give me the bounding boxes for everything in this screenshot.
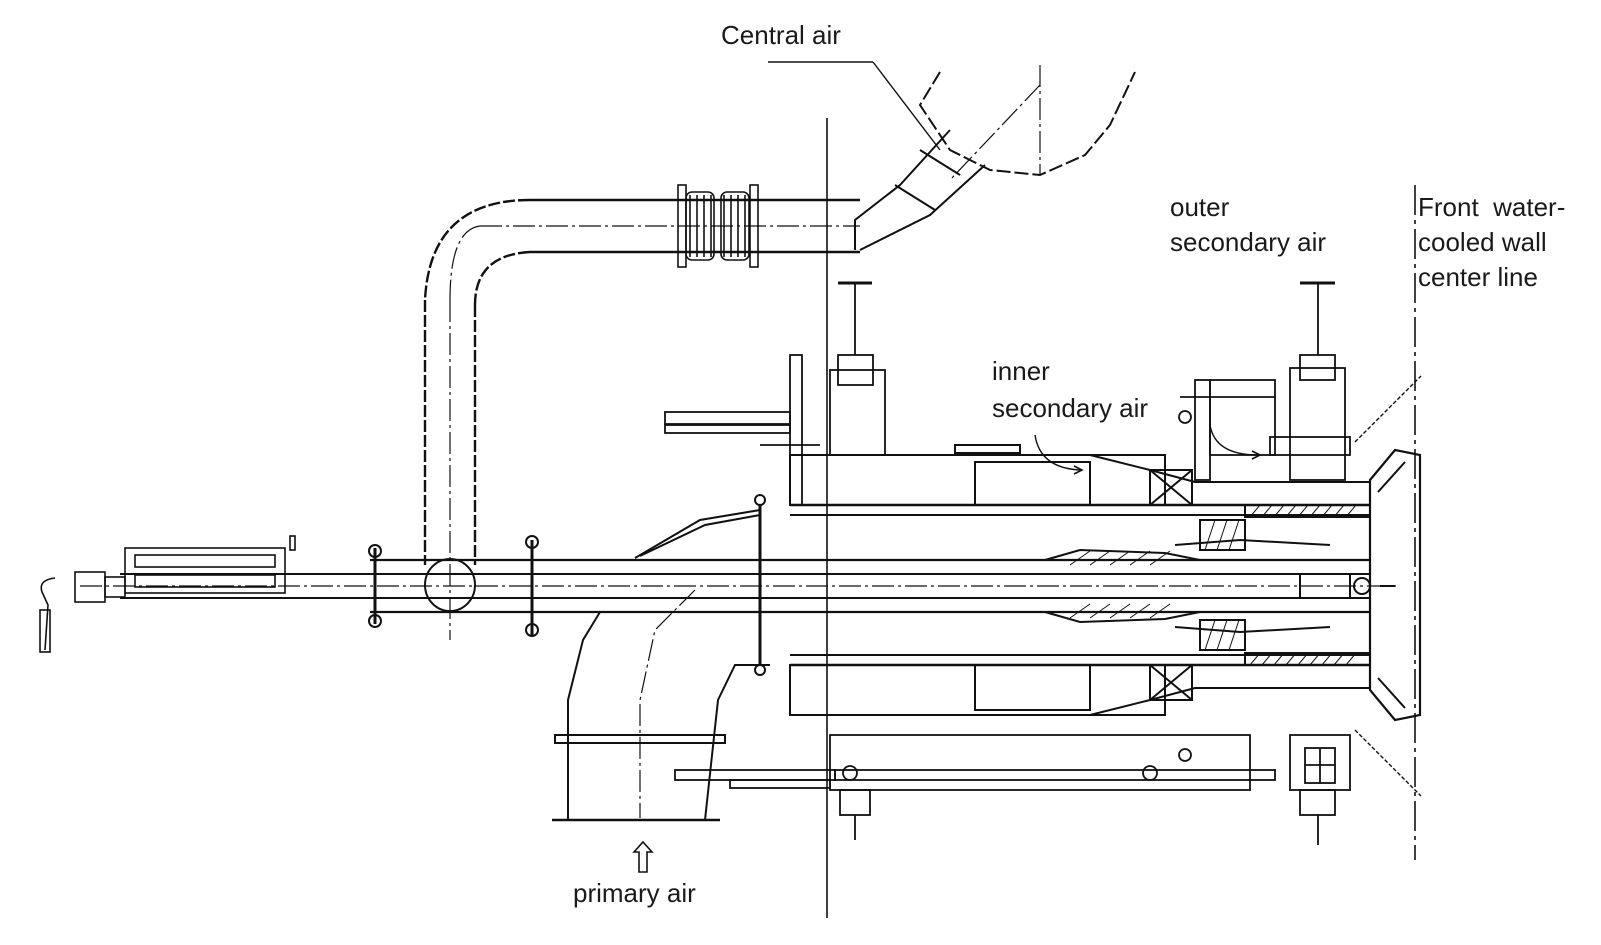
lance-actuator xyxy=(39,535,296,653)
flow-arrows xyxy=(1034,424,1262,475)
central-air-leader xyxy=(768,61,941,151)
damper-assemblies xyxy=(664,281,1351,845)
label-front-wall-line1: Front water- xyxy=(1418,192,1565,222)
burner-body xyxy=(789,444,1422,722)
label-primary-air: primary air xyxy=(573,878,696,908)
label-central-air: Central air xyxy=(721,20,841,50)
label-front-wall-line3: center line xyxy=(1418,262,1538,292)
label-inner-secondary-air-line1: inner xyxy=(992,356,1050,386)
central-lance xyxy=(80,535,1400,637)
label-outer-secondary-air-line1: outer xyxy=(1170,192,1230,222)
support-chains xyxy=(1354,375,1422,797)
hatching xyxy=(1069,504,1357,666)
label-outer-secondary-air-line2: secondary air xyxy=(1170,227,1326,257)
label-front-wall-line2: cooled wall xyxy=(1418,227,1547,257)
primary-air-arrow xyxy=(632,840,654,873)
primary-air-duct xyxy=(552,494,770,822)
expansion-bellows xyxy=(677,184,759,268)
label-inner-secondary-air-line2: secondary air xyxy=(992,393,1148,423)
